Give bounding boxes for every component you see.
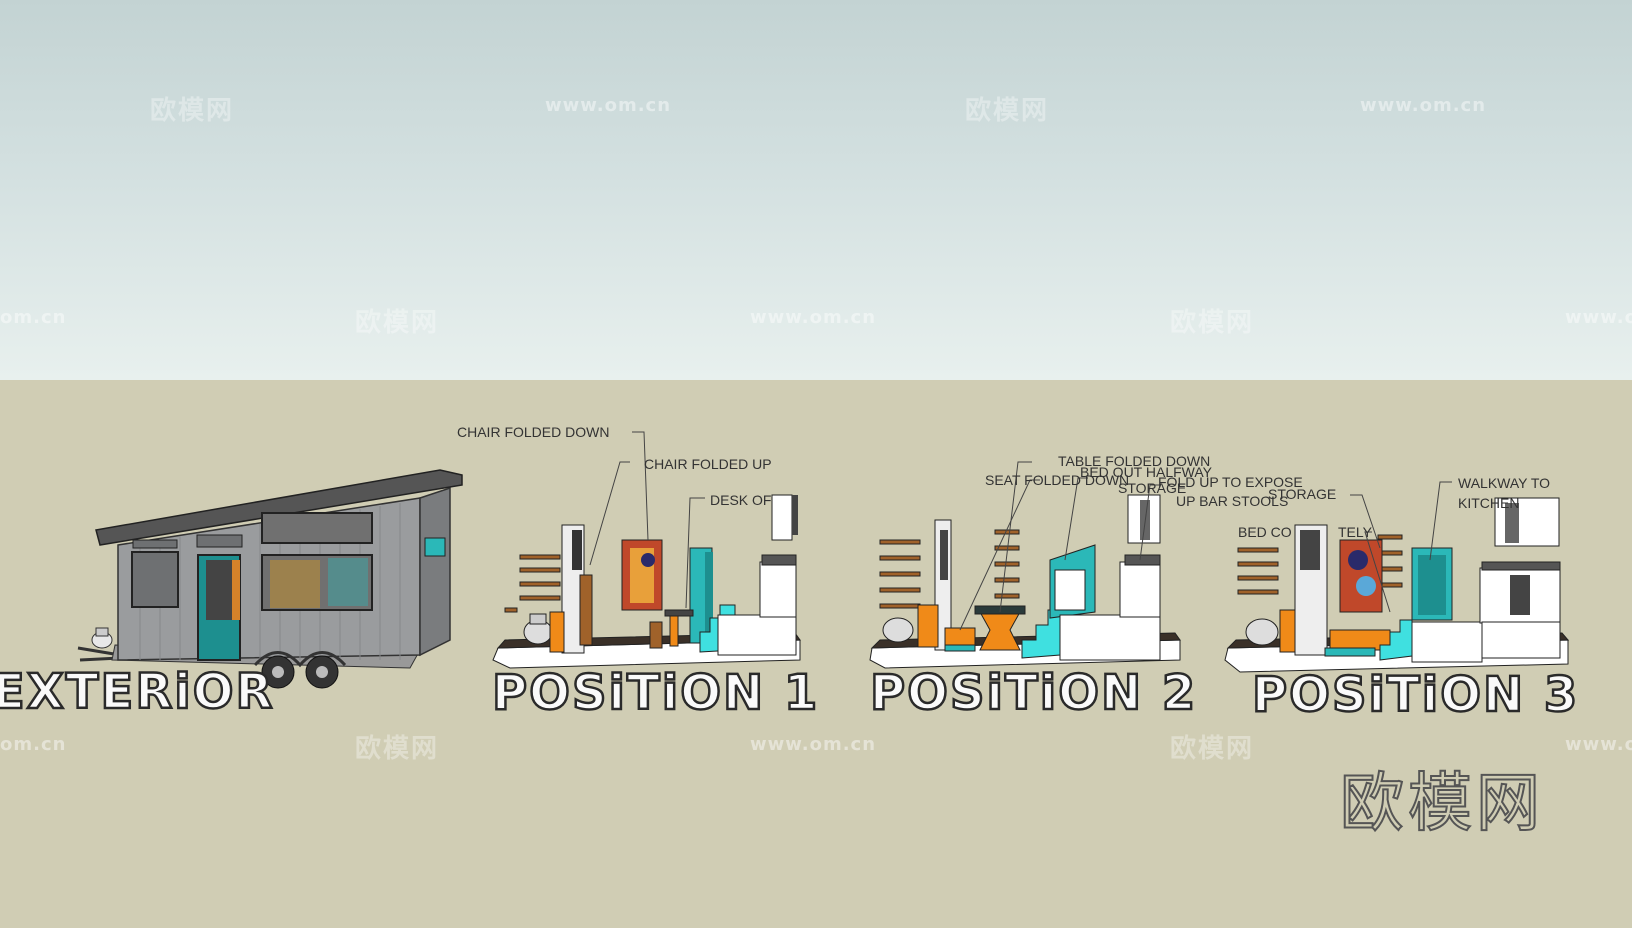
annotation-leaders (589, 431, 1452, 631)
label-storage-3: STORAGE (1268, 486, 1337, 502)
watermark-url: om.cn (0, 734, 67, 755)
label-kitchen: KITCHEN (1458, 495, 1520, 511)
label-bed-out-halfway: BED OUT HALFWAY (1080, 464, 1212, 480)
exterior-tiny-house[interactable] (77, 469, 463, 689)
watermark-url: www.om.cn (1565, 307, 1632, 328)
title-position-3: POSiTiON 3 (1251, 666, 1580, 725)
position-2-model[interactable] (869, 494, 1181, 669)
watermark-url: om.cn (0, 307, 67, 328)
label-table-folded-down: TABLE FOLDED DOWN (1058, 453, 1211, 469)
watermark-brand-large: 欧模网 (1339, 766, 1544, 842)
position-3-model[interactable] (1224, 497, 1570, 673)
title-position-1: POSiTiON 1 (491, 664, 820, 723)
sky-background (0, 0, 1632, 380)
watermark-brand: 欧模网 (355, 734, 440, 764)
label-seat-folded-down: SEAT FOLDED DOWN (985, 472, 1130, 488)
watermark-brand: 欧模网 (1170, 308, 1255, 338)
position-1-model[interactable] (492, 494, 801, 669)
label-chair-folded-down: CHAIR FOLDED DOWN (457, 424, 610, 440)
label-chair-folded-up: CHAIR FOLDED UP (644, 456, 772, 472)
label-walkway-to: WALKWAY TO (1458, 475, 1551, 491)
watermark-url: www.om.cn (1565, 734, 1632, 755)
watermark-brand: 欧模网 (1170, 734, 1255, 764)
label-desk: DESK OF (710, 492, 772, 508)
watermark-brand: 欧模网 (150, 96, 235, 126)
watermark-brand: 欧模网 (355, 308, 440, 338)
watermark-url: www.om.cn (1360, 95, 1487, 116)
label-tely: TELY (1338, 524, 1372, 540)
watermark-brand: 欧模网 (965, 96, 1050, 126)
watermark-url: www.om.cn (750, 734, 877, 755)
label-up-bar-stools: UP BAR STOOLS (1176, 493, 1289, 509)
label-fold-up-to-expose: FOLD UP TO EXPOSE (1158, 474, 1303, 490)
watermark-url: www.om.cn (750, 307, 877, 328)
title-position-2: POSiTiON 2 (869, 664, 1198, 723)
title-exterior: EXTERiOR (0, 663, 275, 722)
label-bed-co: BED CO (1238, 524, 1292, 540)
watermark-url: www.om.cn (545, 95, 672, 116)
label-storage: STORAGE (1118, 480, 1187, 496)
